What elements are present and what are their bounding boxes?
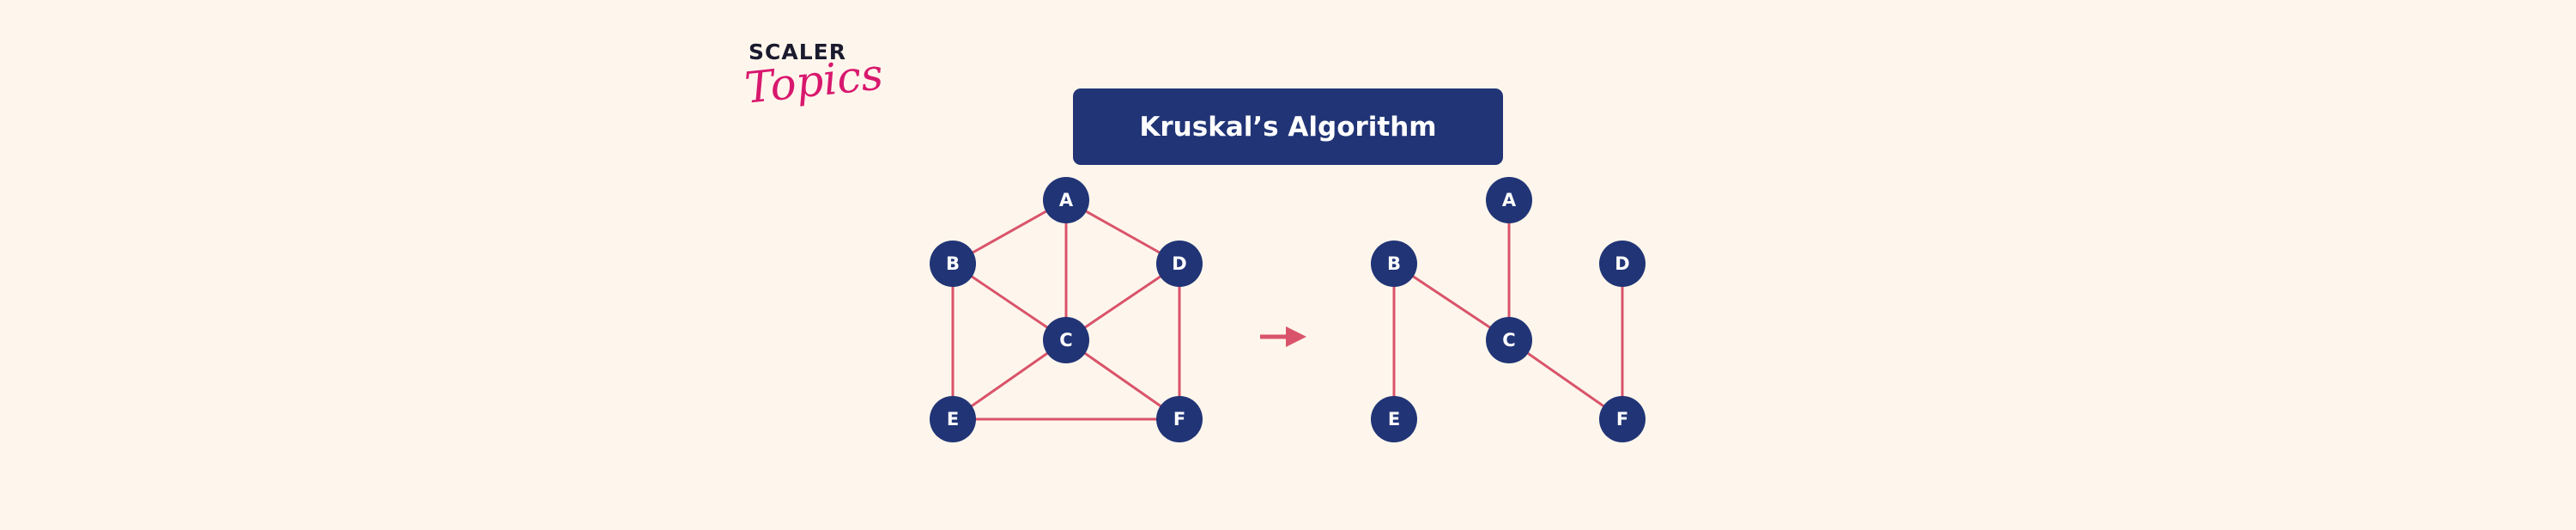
original-node-circle [1156, 241, 1203, 287]
original-node-circle [1043, 177, 1089, 223]
original-node-circle [930, 241, 976, 287]
original-node-label: A [1059, 190, 1074, 210]
mst-nodes: A B C D E F [1371, 177, 1646, 442]
original-node-label: F [1173, 409, 1185, 429]
mst-node-circle [1486, 317, 1532, 363]
mst-node-c: C [1486, 317, 1532, 363]
original-node-f: F [1156, 396, 1203, 442]
mst-node-label: D [1615, 253, 1629, 274]
original-node-d: D [1156, 241, 1203, 287]
title-banner: Kruskal’s Algorithm [1073, 88, 1503, 165]
minimum-spanning-tree: A B C D E F [1371, 177, 1646, 442]
mst-node-label: E [1388, 409, 1400, 429]
original-node-label: B [946, 253, 960, 274]
mst-node-circle [1599, 396, 1646, 442]
mst-node-circle [1371, 241, 1417, 287]
mst-node-circle [1599, 241, 1646, 287]
original-node-c: C [1043, 317, 1089, 363]
mst-node-label: C [1502, 330, 1515, 350]
mst-node-label: A [1502, 190, 1517, 210]
original-graph-edges [951, 198, 1181, 421]
mst-edges [1392, 200, 1624, 421]
arrow-right-icon [1260, 326, 1306, 347]
original-node-e: E [930, 396, 976, 442]
mst-node-a: A [1486, 177, 1532, 223]
mst-node-circle [1486, 177, 1532, 223]
original-node-label: D [1172, 253, 1186, 274]
scaler-topics-logo: SCALER Topics [742, 38, 885, 132]
original-graph: A B C D E F [930, 177, 1203, 442]
mst-node-circle [1371, 396, 1417, 442]
mst-node-label: F [1616, 409, 1628, 429]
mst-node-f: F [1599, 396, 1646, 442]
mst-node-e: E [1371, 396, 1417, 442]
original-graph-nodes: A B C D E F [930, 177, 1203, 442]
mst-node-label: B [1387, 253, 1401, 274]
page-title: Kruskal’s Algorithm [1139, 111, 1437, 143]
original-node-label: E [947, 409, 959, 429]
original-node-circle [930, 396, 976, 442]
original-node-b: B [930, 241, 976, 287]
logo-scaler-text: SCALER [749, 40, 846, 64]
original-node-circle [1156, 396, 1203, 442]
mst-node-d: D [1599, 241, 1646, 287]
original-node-circle [1043, 317, 1089, 363]
original-node-a: A [1043, 177, 1089, 223]
original-node-label: C [1059, 330, 1072, 350]
mst-node-b: B [1371, 241, 1417, 287]
